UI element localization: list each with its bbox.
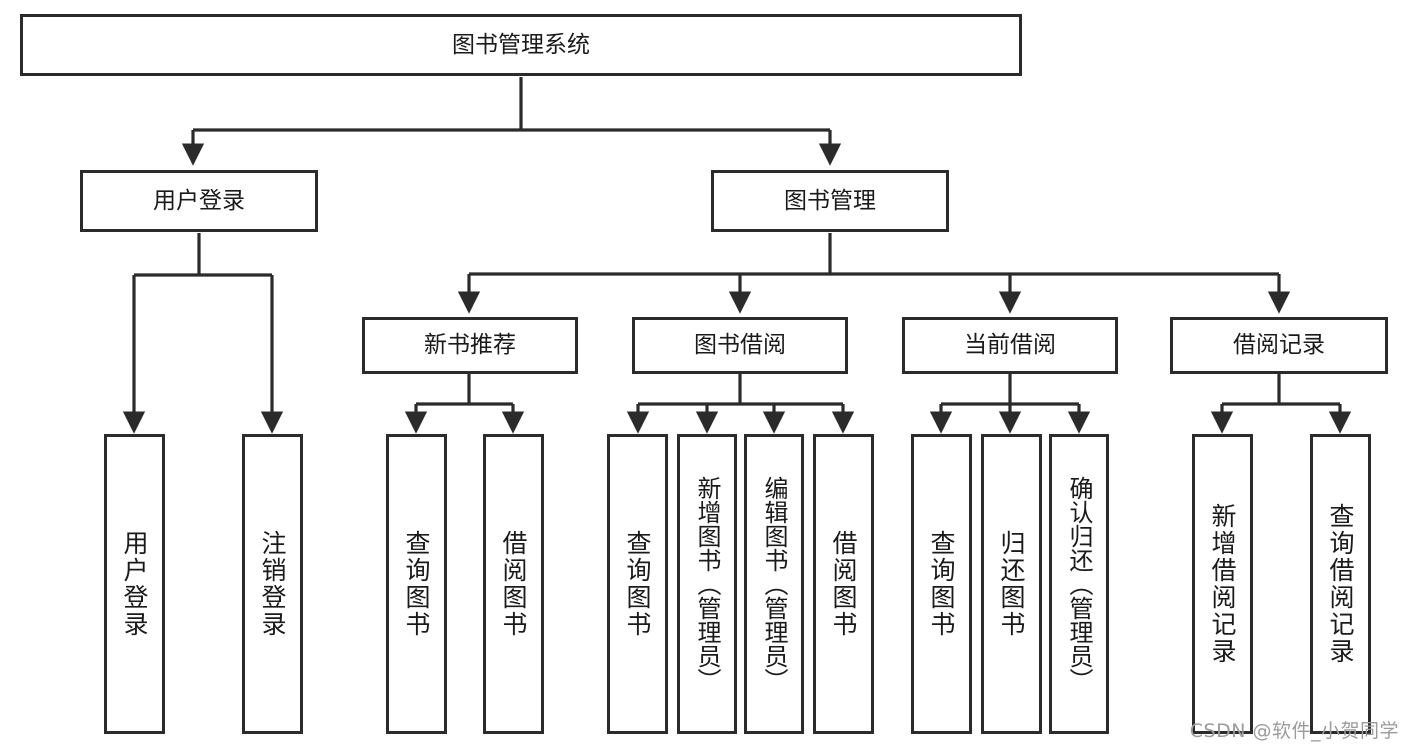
node-label: 借阅记录 <box>1233 332 1325 359</box>
node-label: 新增图书（管理员） <box>693 476 721 692</box>
node-label: 借阅图书 <box>829 530 858 638</box>
leaf-user-login[interactable]: 用户登录 <box>104 434 165 734</box>
node-label: 查询借阅记录 <box>1326 503 1355 665</box>
node-label: 新书推荐 <box>424 332 516 359</box>
node-label: 用户登录 <box>120 530 149 638</box>
node-current-borrow[interactable]: 当前借阅 <box>902 317 1118 374</box>
node-label: 确认归还（管理员） <box>1065 476 1093 692</box>
node-label: 图书管理 <box>784 187 876 214</box>
watermark-text: CSDN @软件_小贺同学 <box>1189 720 1399 742</box>
node-book-borrow[interactable]: 图书借阅 <box>632 317 848 374</box>
node-root-system[interactable]: 图书管理系统 <box>20 14 1022 76</box>
leaf-current-query-book[interactable]: 查询图书 <box>911 434 972 734</box>
leaf-record-query-record[interactable]: 查询借阅记录 <box>1310 434 1371 734</box>
node-label: 注销登录 <box>258 530 287 638</box>
node-book-management[interactable]: 图书管理 <box>711 170 949 232</box>
leaf-current-confirm-return-admin[interactable]: 确认归还（管理员） <box>1049 434 1109 734</box>
node-user-login[interactable]: 用户登录 <box>80 170 318 232</box>
leaf-borrow-borrow-book[interactable]: 借阅图书 <box>813 434 874 734</box>
node-label: 当前借阅 <box>964 332 1056 359</box>
node-label: 查询图书 <box>623 530 652 638</box>
leaf-user-logout[interactable]: 注销登录 <box>242 434 303 734</box>
leaf-borrow-edit-book-admin[interactable]: 编辑图书（管理员） <box>744 434 804 734</box>
leaf-newbook-borrow-book[interactable]: 借阅图书 <box>483 434 544 734</box>
node-label: 新增借阅记录 <box>1208 503 1237 665</box>
node-label: 编辑图书（管理员） <box>760 476 788 692</box>
leaf-record-add-record[interactable]: 新增借阅记录 <box>1192 434 1253 734</box>
leaf-borrow-add-book-admin[interactable]: 新增图书（管理员） <box>677 434 737 734</box>
leaf-current-return-book[interactable]: 归还图书 <box>981 434 1042 734</box>
node-label: 图书借阅 <box>694 332 786 359</box>
leaf-borrow-query-book[interactable]: 查询图书 <box>607 434 668 734</box>
node-new-book-recommend[interactable]: 新书推荐 <box>362 317 578 374</box>
node-label: 用户登录 <box>153 187 245 214</box>
node-label: 图书管理系统 <box>452 31 590 58</box>
node-label: 查询图书 <box>927 530 956 638</box>
leaf-newbook-query-book[interactable]: 查询图书 <box>386 434 447 734</box>
node-label: 查询图书 <box>402 530 431 638</box>
node-borrow-record[interactable]: 借阅记录 <box>1170 317 1388 374</box>
node-label: 归还图书 <box>997 530 1026 638</box>
node-label: 借阅图书 <box>499 530 528 638</box>
